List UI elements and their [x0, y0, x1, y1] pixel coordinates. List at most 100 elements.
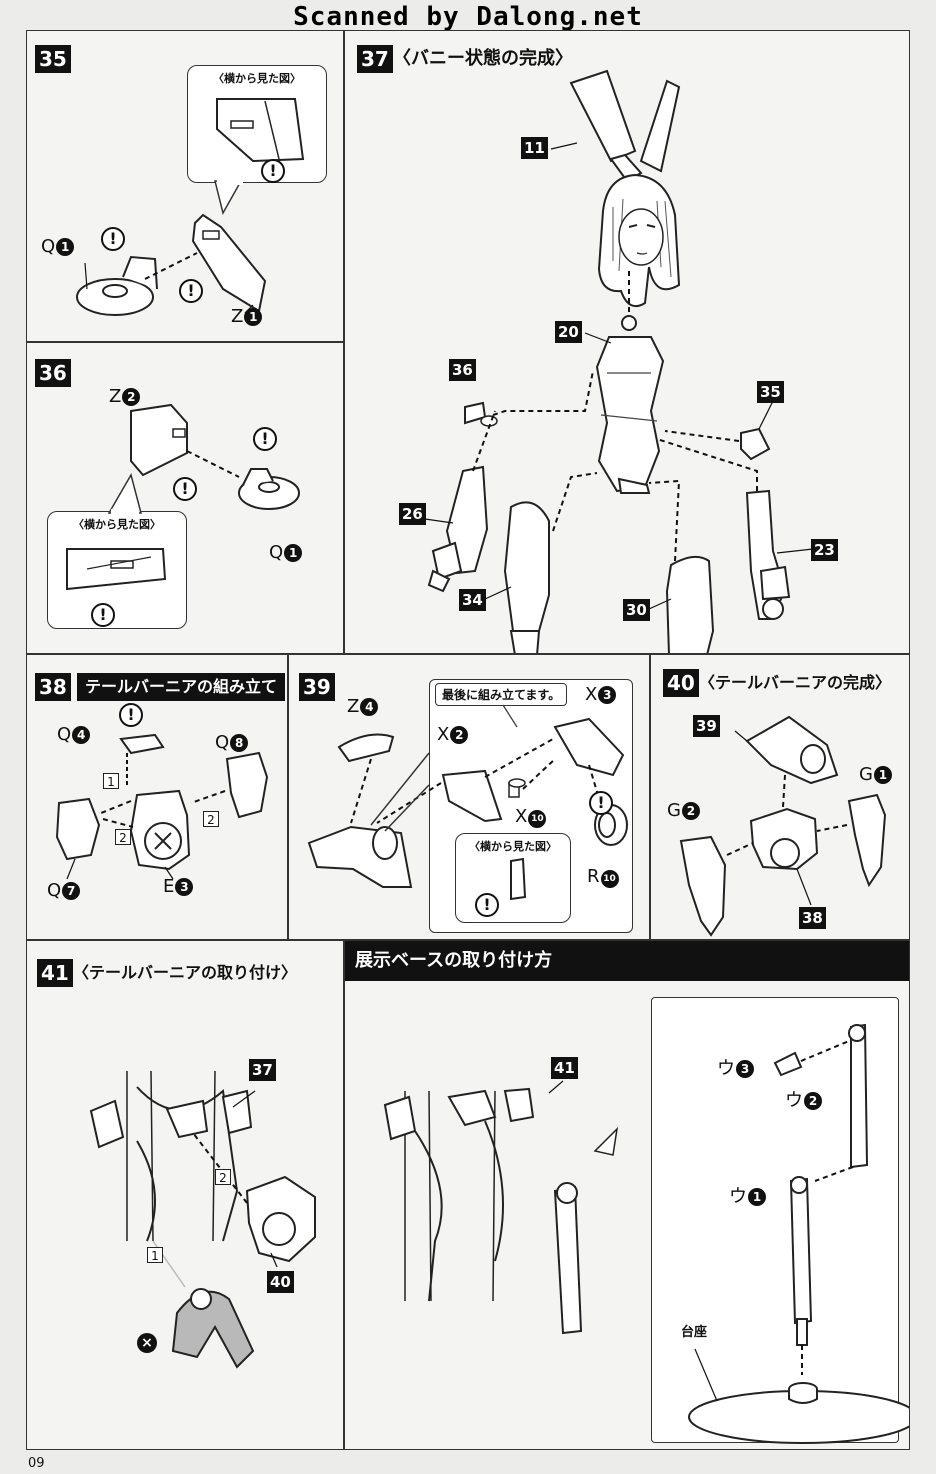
step-title: 〈バニー状態の完成〉: [393, 48, 573, 69]
side-view-label: 〈横から見た図〉: [73, 518, 161, 531]
warning-icon: !: [179, 279, 203, 303]
runner-letter: Q: [41, 236, 56, 257]
stand-label: 台座: [681, 1325, 708, 1340]
runner-letter: G: [667, 800, 681, 821]
part-number: 1: [873, 766, 892, 784]
part-number: 3: [598, 686, 617, 704]
runner-letter: G: [859, 764, 873, 785]
runner-letter: Q: [57, 724, 72, 745]
runner-letter: X: [515, 806, 528, 827]
runner-letter: Q: [215, 732, 230, 753]
part-tag-34: 34: [459, 589, 486, 611]
runner-letter: E: [163, 876, 175, 897]
warning-icon: !: [119, 703, 143, 727]
section-title: 展示ベースの取り付け方: [345, 941, 909, 981]
display-base-diagram: [383, 1023, 909, 1444]
step-number: 41: [37, 959, 73, 987]
order-marker: 2: [203, 811, 219, 827]
warning-icon: !: [261, 159, 285, 183]
warning-icon: !: [253, 427, 277, 451]
ng-icon: ×: [137, 1333, 157, 1353]
step-37-panel: 37 〈バニー状態の完成〉: [344, 30, 910, 654]
step-title: 〈テールバーニアの完成〉: [699, 673, 892, 692]
runner-letter: ウ: [717, 1058, 735, 1079]
part-tag-41: 41: [551, 1057, 578, 1079]
part-number: 2: [681, 802, 700, 820]
order-marker: 2: [115, 829, 131, 845]
part-tag-38: 38: [799, 907, 826, 929]
part-number: 4: [360, 698, 379, 716]
watermark: Scanned by Dalong.net: [293, 2, 643, 32]
assemble-last-note: 最後に組み立てます。: [435, 683, 568, 706]
warning-icon: !: [589, 791, 613, 815]
order-marker: 2: [215, 1169, 231, 1185]
step-number: 38: [35, 673, 71, 701]
order-marker: 1: [147, 1247, 163, 1263]
step-number: 36: [35, 359, 71, 387]
page-number: 09: [28, 1456, 45, 1471]
part-tag-35: 35: [757, 381, 784, 403]
part-tag-20: 20: [555, 321, 582, 343]
side-view-label: 〈横から見た図〉: [469, 840, 557, 853]
part-number: 1: [748, 1188, 766, 1206]
part-number: 2: [122, 388, 141, 406]
step-number: 35: [35, 45, 71, 73]
step-41-panel: 41 〈テールバーニアの取り付け〉 37 40 2 1 ×: [26, 940, 344, 1450]
runner-letter: ウ: [785, 1090, 803, 1111]
part-number: 7: [62, 882, 81, 900]
part-tag-30: 30: [623, 599, 650, 621]
part-number: 4: [72, 726, 91, 744]
step-title: テールバーニアの組み立て: [77, 673, 286, 701]
part-number: 3: [736, 1060, 754, 1078]
part-tag-36: 36: [449, 359, 476, 381]
runner-letter: Z: [231, 306, 244, 327]
warning-icon: !: [173, 477, 197, 501]
step-37-diagram: [424, 69, 814, 653]
step-number: 37: [357, 45, 393, 73]
runner-letter: ウ: [729, 1186, 747, 1207]
step-number: 39: [299, 673, 335, 701]
warning-icon: !: [91, 603, 115, 627]
part-tag-11: 11: [521, 137, 548, 159]
runner-letter: R: [587, 866, 600, 887]
part-number: 3: [175, 878, 194, 896]
step-40-diagram: [679, 715, 887, 937]
part-number: 2: [450, 726, 469, 744]
runner-letter: Q: [269, 542, 284, 563]
part-number: 10: [528, 810, 547, 828]
step-36-diagram: [66, 403, 300, 591]
runner-letter: X: [437, 724, 450, 745]
step-title: 〈テールバーニアの取り付け〉: [73, 963, 298, 982]
part-tag-23: 23: [811, 539, 838, 561]
runner-letter: X: [585, 684, 598, 705]
warning-icon: !: [475, 893, 499, 917]
part-number: 2: [804, 1092, 822, 1110]
runner-letter: Q: [47, 880, 62, 901]
step-38-diagram: [55, 733, 269, 880]
warning-icon: !: [101, 227, 125, 251]
step-39-diagram: [307, 704, 628, 901]
runner-letter: Z: [347, 696, 360, 717]
step-number: 40: [663, 669, 699, 697]
step-41-diagram: [89, 1070, 316, 1369]
part-tag-26: 26: [399, 503, 426, 525]
order-marker: 1: [103, 773, 119, 789]
